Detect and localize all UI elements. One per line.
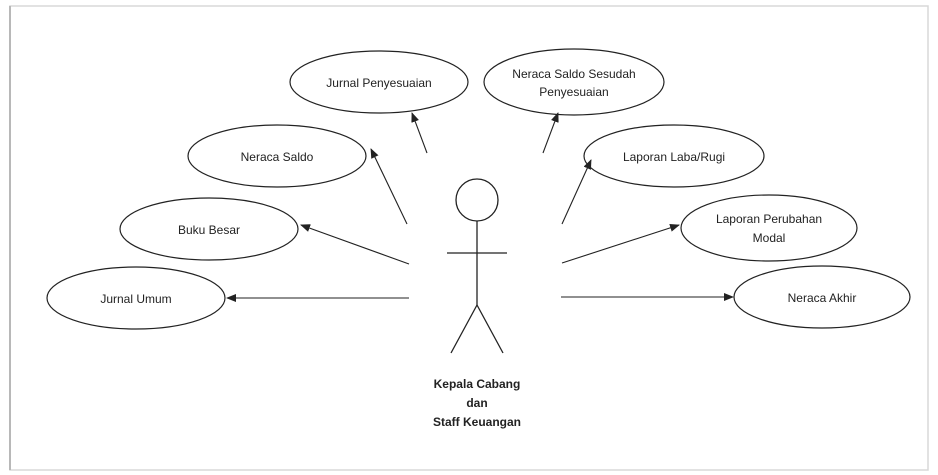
use-case-label-buku-besar: Buku Besar [178, 223, 240, 237]
use-case-label-neraca-akhir: Neraca Akhir [788, 291, 857, 305]
actor-label-line-1: Kepala Cabang [434, 377, 521, 391]
actor-left-leg [450, 304, 478, 354]
use-case-label-jurnal-penyesuaian: Jurnal Penyesuaian [326, 76, 431, 90]
use-case-jurnal-umum [46, 266, 226, 330]
use-case-jurnal-penyesuaian [289, 50, 469, 114]
actor-head [455, 178, 499, 222]
use-case-label-laporan-perubahan-modal-line-1: Laporan Perubahan [716, 212, 822, 226]
arrow-to-laporan-perubahan-modal [561, 223, 680, 264]
use-case-label-neraca-saldo: Neraca Saldo [241, 150, 314, 164]
use-case-neraca-saldo [187, 124, 367, 188]
arrow-to-neraca-saldo [370, 148, 408, 225]
arrow-to-buku-besar [300, 224, 410, 265]
use-case-label-neraca-saldo-sesudah-penyesuaian-line-1: Neraca Saldo Sesudah [512, 67, 635, 81]
use-case-neraca-akhir [733, 265, 911, 329]
arrow-to-laporan-laba-rugi [561, 159, 592, 225]
actor-label-line-2: dan [466, 396, 487, 410]
actor-label-line-3: Staff Keuangan [433, 415, 521, 429]
actor-stick-figure [447, 178, 507, 354]
use-case-laporan-perubahan-modal [680, 194, 858, 262]
use-case-label-laporan-laba-rugi: Laporan Laba/Rugi [623, 150, 725, 164]
use-case-label-laporan-perubahan-modal-line-2: Modal [753, 231, 786, 245]
arrow-to-neraca-saldo-sesudah-penyesuaian [542, 112, 559, 154]
actor-right-leg [476, 304, 504, 354]
use-case-label-jurnal-umum: Jurnal Umum [100, 292, 171, 306]
use-case-label-neraca-saldo-sesudah-penyesuaian-line-2: Penyesuaian [539, 85, 608, 99]
use-case-neraca-saldo-sesudah-penyesuaian [483, 48, 665, 116]
arrow-to-jurnal-penyesuaian [411, 112, 428, 154]
use-case-buku-besar [119, 197, 299, 261]
use-case-laporan-laba-rugi [583, 124, 765, 188]
